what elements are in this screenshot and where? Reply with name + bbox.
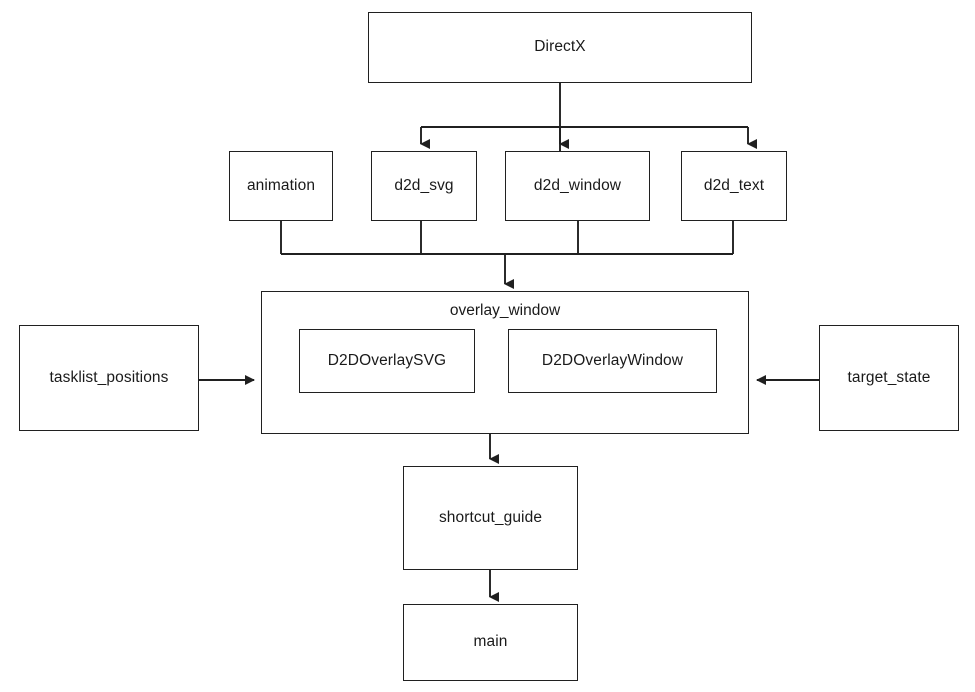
node-d2d-overlay-svg[interactable]: D2DOverlaySVG: [299, 329, 475, 393]
node-d2d-overlay-svg-label: D2DOverlaySVG: [327, 351, 447, 369]
node-overlay-window-label: overlay_window: [449, 302, 561, 319]
node-tasklist-positions-label: tasklist_positions: [49, 368, 169, 386]
node-shortcut-guide[interactable]: shortcut_guide: [403, 466, 578, 570]
node-d2d-window[interactable]: d2d_window: [505, 151, 650, 221]
node-overlay-window[interactable]: overlay_window D2DOverlaySVG D2DOverlayW…: [261, 291, 749, 434]
node-d2d-text-label: d2d_text: [703, 176, 765, 194]
node-directx-label: DirectX: [534, 38, 586, 56]
node-d2d-svg[interactable]: d2d_svg: [371, 151, 477, 221]
node-tasklist-positions[interactable]: tasklist_positions: [19, 325, 199, 431]
node-animation[interactable]: animation: [229, 151, 333, 221]
node-d2d-text[interactable]: d2d_text: [681, 151, 787, 221]
node-d2d-overlay-window[interactable]: D2DOverlayWindow: [508, 329, 717, 393]
node-d2d-overlay-window-label: D2DOverlayWindow: [541, 351, 684, 369]
node-target-state-label: target_state: [847, 368, 931, 386]
node-d2d-window-label: d2d_window: [533, 176, 622, 194]
node-target-state[interactable]: target_state: [819, 325, 959, 431]
node-main[interactable]: main: [403, 604, 578, 681]
node-main-label: main: [473, 633, 508, 651]
node-d2d-svg-label: d2d_svg: [394, 176, 454, 194]
node-shortcut-guide-label: shortcut_guide: [438, 508, 543, 526]
node-animation-label: animation: [246, 176, 316, 194]
node-directx[interactable]: DirectX: [368, 12, 752, 83]
